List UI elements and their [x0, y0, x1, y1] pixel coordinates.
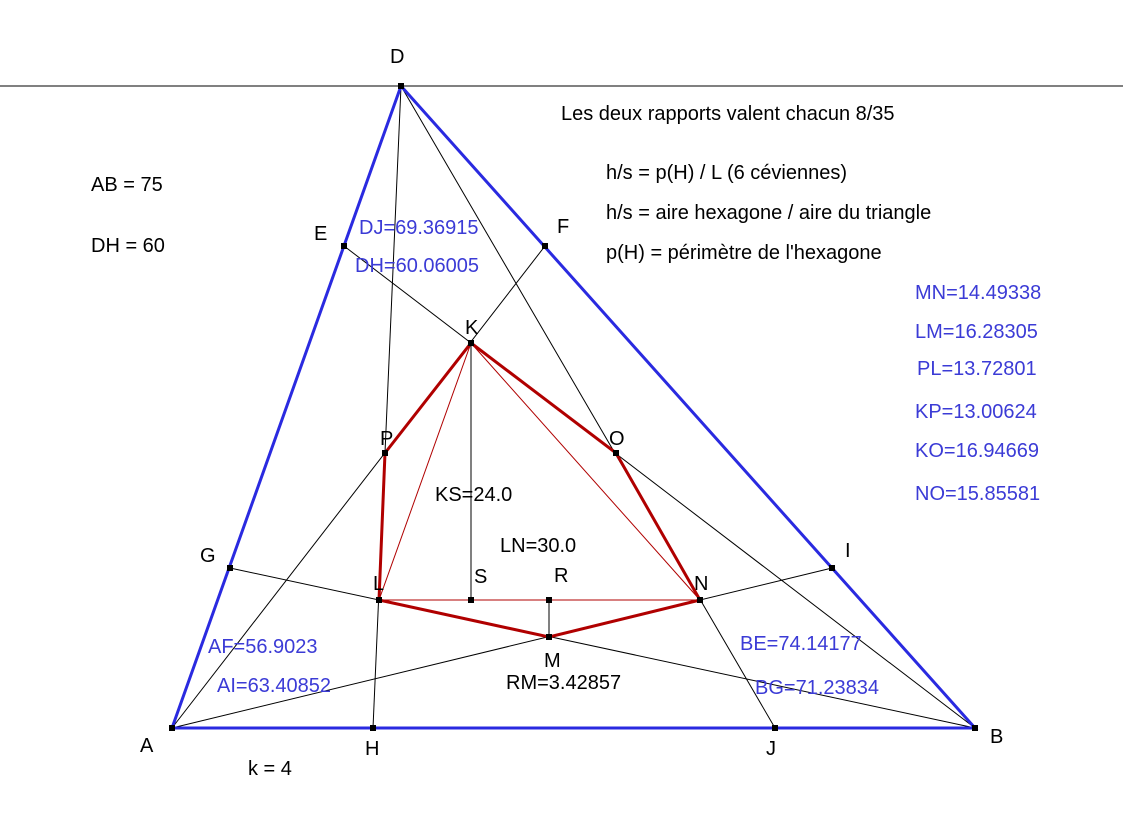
cevian-ai: [171, 567, 833, 729]
point-h: [370, 725, 376, 731]
point-s: [468, 597, 474, 603]
label-f: F: [557, 216, 569, 238]
note-line3: p(H) = périmètre de l'hexagone: [606, 242, 882, 264]
note-ratio: Les deux rapports valent chacun 8/35: [561, 103, 895, 125]
measure-kp: KP=13.00624: [915, 401, 1037, 423]
note-line2: h/s = aire hexagone / aire du triangle: [606, 202, 931, 224]
label-e: E: [314, 223, 327, 245]
label-p: P: [380, 428, 393, 450]
measure-ko: KO=16.94669: [915, 440, 1039, 462]
label-h: H: [365, 738, 379, 760]
measure-rm: RM=3.42857: [506, 672, 621, 694]
point-labels: D A B E F G I H J K O P L N M S R: [140, 46, 1003, 760]
point-d: [398, 83, 404, 89]
point-markers: [169, 83, 978, 731]
label-o: O: [609, 428, 625, 450]
point-b: [972, 725, 978, 731]
label-a: A: [140, 735, 154, 757]
cevians: [171, 85, 976, 729]
label-r: R: [554, 565, 568, 587]
given-ab: AB = 75: [91, 174, 163, 196]
cevian-be: [343, 245, 976, 729]
measure-be: BE=74.14177: [740, 633, 862, 655]
cevian-dh: [372, 85, 402, 729]
label-d: D: [390, 46, 404, 68]
label-n: N: [694, 573, 708, 595]
point-l: [376, 597, 382, 603]
point-p: [382, 450, 388, 456]
triangle-abd: [169, 83, 979, 730]
measure-bg: BG=71.23834: [755, 677, 879, 699]
point-a: [169, 725, 175, 731]
measure-dj: DJ=69.36915: [359, 217, 479, 239]
point-o: [613, 450, 619, 456]
measure-dh: DH=60.06005: [355, 255, 479, 277]
label-j: J: [766, 738, 776, 760]
label-k: K: [465, 317, 479, 339]
label-g: G: [200, 545, 216, 567]
note-line1: h/s = p(H) / L (6 céviennes): [606, 162, 847, 184]
measure-mn: MN=14.49338: [915, 282, 1041, 304]
label-b: B: [990, 726, 1003, 748]
point-m: [546, 634, 552, 640]
measure-pl: PL=13.72801: [917, 358, 1037, 380]
measure-ks: KS=24.0: [435, 484, 512, 506]
point-j: [772, 725, 778, 731]
red-inner-lines: [378, 342, 701, 601]
segment-kn: [470, 342, 701, 601]
given-dh: DH = 60: [91, 235, 165, 257]
measure-no: NO=15.85581: [915, 483, 1040, 505]
measure-ai: AI=63.40852: [217, 675, 331, 697]
label-s: S: [474, 566, 487, 588]
point-r: [546, 597, 552, 603]
measure-ln: LN=30.0: [500, 535, 576, 557]
cevian-dj: [400, 85, 776, 729]
point-f: [542, 243, 548, 249]
point-i: [829, 565, 835, 571]
point-k: [468, 340, 474, 346]
measure-af: AF=56.9023: [208, 636, 318, 658]
point-g: [227, 565, 233, 571]
given-k: k = 4: [248, 758, 292, 780]
label-i: I: [845, 540, 851, 562]
cevian-af: [171, 245, 546, 729]
point-n: [697, 597, 703, 603]
label-m: M: [544, 650, 561, 672]
label-l: L: [373, 573, 384, 595]
measure-lm: LM=16.28305: [915, 321, 1038, 343]
segment-kl: [378, 342, 472, 601]
hexagon-klmnop: [377, 340, 703, 639]
point-e: [341, 243, 347, 249]
cevian-bg: [229, 567, 976, 729]
